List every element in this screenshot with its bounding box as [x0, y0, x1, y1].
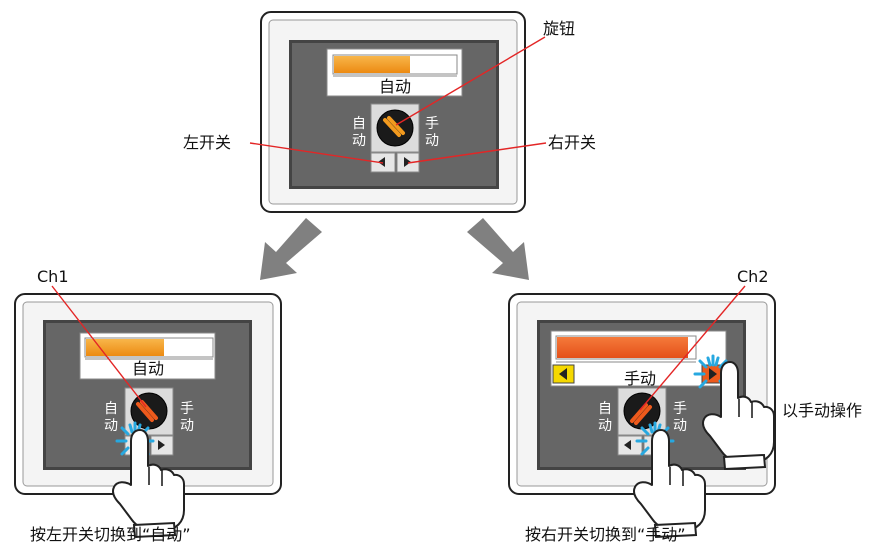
- auto-label-right-2: 动: [598, 418, 612, 434]
- label-right-switch: 右开关: [548, 133, 596, 152]
- level-bar-left: [86, 339, 164, 356]
- auto-label-top-2: 动: [352, 133, 366, 149]
- mode-text-top: 自动: [379, 77, 411, 96]
- left-device: 自动 自 动 手 动: [14, 293, 282, 495]
- level-bar-right: [557, 337, 688, 358]
- callout-ch1: Ch1: [37, 267, 147, 408]
- left-arrow-icon: [378, 157, 385, 167]
- callout-ch2: Ch2: [639, 267, 769, 411]
- manual-label-top-2: 动: [425, 133, 439, 149]
- mode-text-left: 自动: [132, 359, 164, 378]
- arrow-down-right-icon: [467, 218, 529, 280]
- label-left-switch: 左开关: [183, 133, 231, 152]
- left-arrow-icon: [559, 368, 567, 380]
- right-arrow-icon: [709, 368, 717, 380]
- right-device: 手动 自 动 手 动: [508, 293, 776, 495]
- top-device: 自动 自 动 手 动: [260, 11, 526, 213]
- right-arrow-icon: [158, 440, 165, 450]
- manual-label-right-1: 手: [673, 401, 687, 417]
- label-ch1: Ch1: [37, 267, 69, 286]
- auto-label-right-1: 自: [598, 401, 612, 417]
- right-arrow-icon: [404, 157, 411, 167]
- label-manual-op: 以手动操作: [782, 401, 862, 420]
- mode-text-right: 手动: [624, 369, 656, 388]
- manual-label-left-1: 手: [180, 401, 194, 417]
- auto-label-top-1: 自: [352, 116, 366, 132]
- arrow-down-left-icon: [260, 218, 322, 280]
- label-ch2: Ch2: [737, 267, 769, 286]
- level-bar-top: [334, 56, 410, 73]
- caption-right: 按右开关切换到“手动”: [525, 525, 686, 544]
- auto-label-left-1: 自: [104, 401, 118, 417]
- manual-label-top-1: 手: [425, 116, 439, 132]
- left-arrow-icon: [624, 440, 631, 450]
- label-knob: 旋钮: [543, 19, 575, 38]
- auto-label-left-2: 动: [104, 418, 118, 434]
- manual-label-right-2: 动: [673, 418, 687, 434]
- callouts-top: 旋钮 左开关 右开关: [183, 19, 596, 164]
- caption-left: 按左开关切换到“自动”: [30, 525, 191, 544]
- manual-label-left-2: 动: [180, 418, 194, 434]
- flow-arrows: [260, 218, 529, 280]
